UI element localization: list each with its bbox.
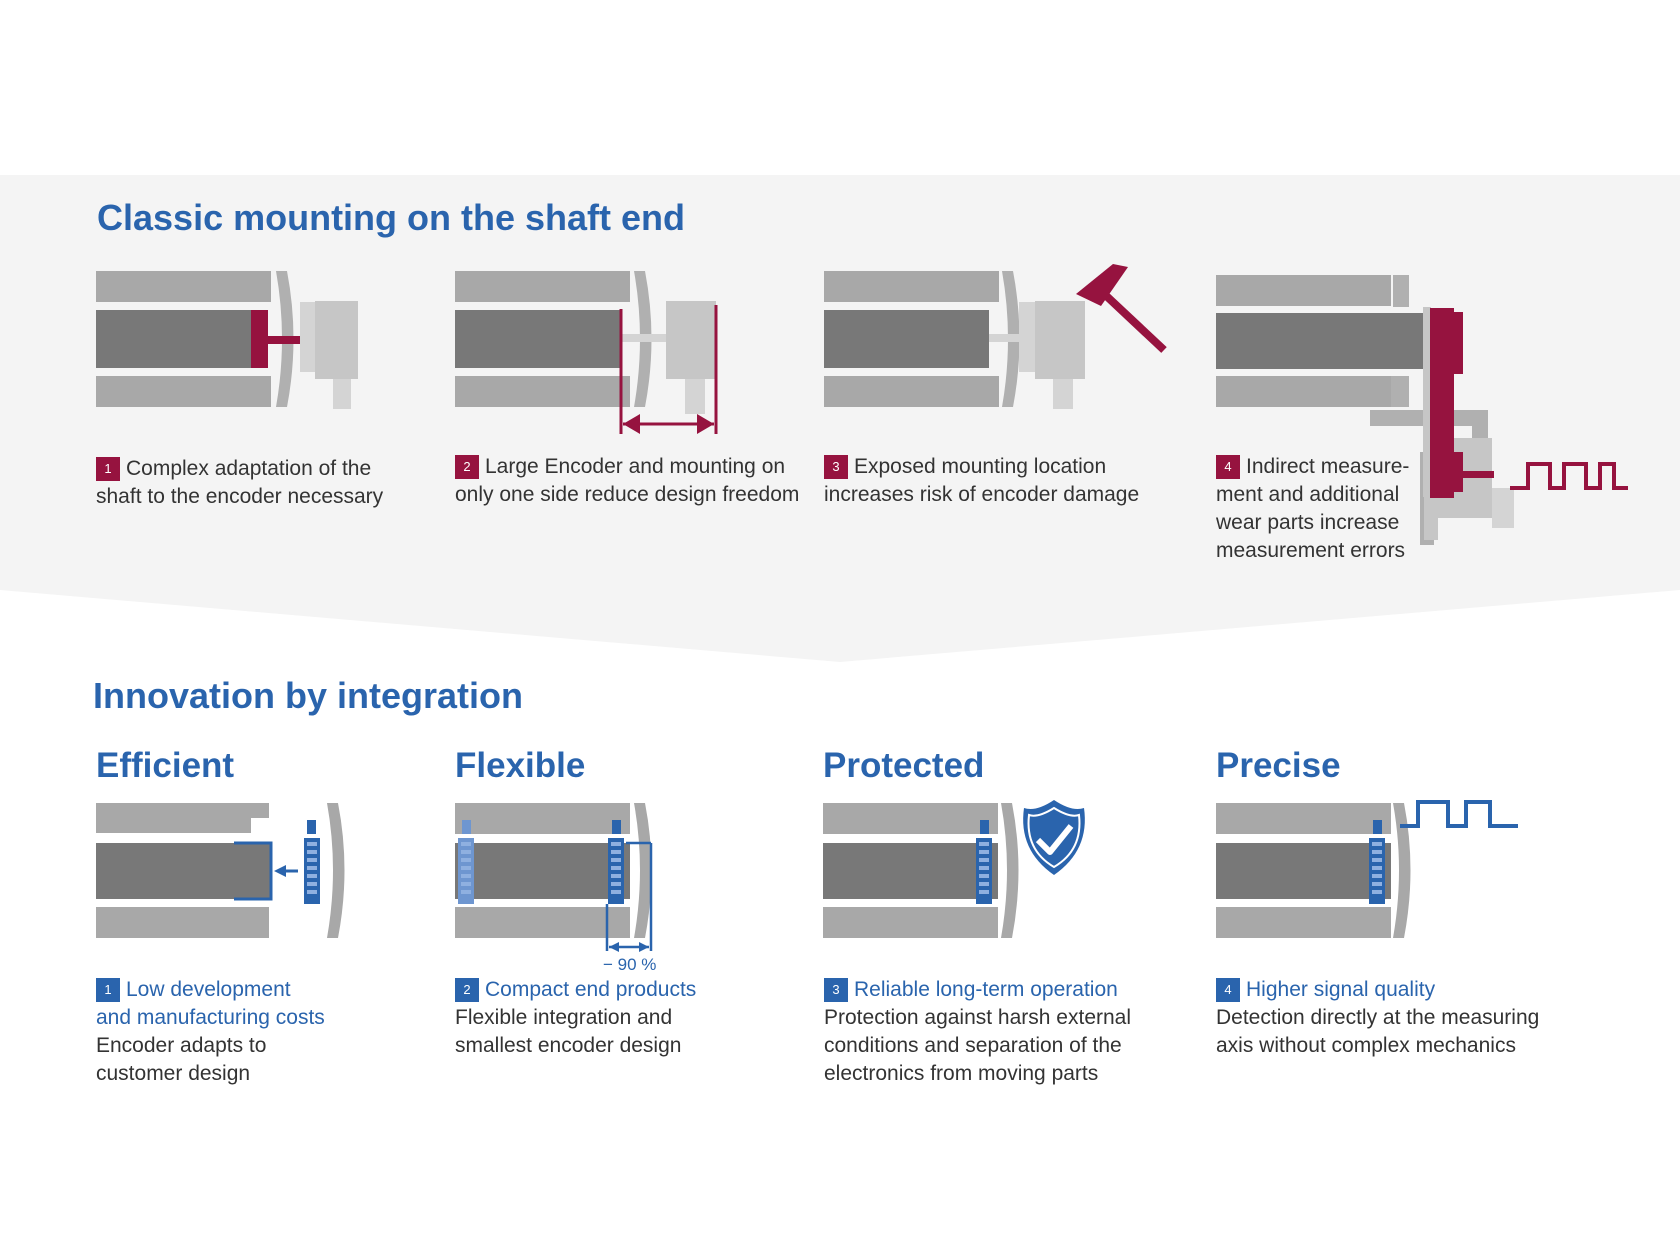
square-wave-signal-icon [1510, 462, 1628, 490]
number-badge: 2 [455, 455, 479, 479]
classic-diagram-2 [455, 271, 718, 434]
heading-precise: Precise [1216, 746, 1341, 785]
number-badge: 1 [96, 457, 120, 481]
classic-diagram-1 [96, 271, 358, 409]
number-badge: 4 [1216, 455, 1240, 479]
classic-diagrams [96, 264, 1628, 545]
classic-diagram-3 [824, 264, 1167, 409]
square-wave-signal-icon [1400, 800, 1518, 828]
classic-diagram-4 [1216, 275, 1628, 545]
integration-section-title: Innovation by integration [93, 675, 523, 716]
classic-section-title: Classic mounting on the shaft end [97, 197, 686, 238]
hammer-icon [1076, 264, 1167, 353]
protected-diagram [823, 800, 1085, 938]
precise-diagram [1216, 800, 1518, 938]
efficient-diagram [96, 803, 345, 938]
number-badge: 2 [455, 978, 479, 1002]
number-badge: 4 [1216, 978, 1240, 1002]
heading-flexible: Flexible [455, 746, 586, 785]
flexible-diagram [455, 803, 653, 952]
reduction-label: − 90 % [603, 955, 657, 974]
left-arrow-icon [274, 865, 298, 877]
double-arrow-icon [609, 942, 649, 952]
number-badge: 3 [824, 455, 848, 479]
shield-check-icon [1023, 800, 1085, 875]
heading-efficient: Efficient [96, 746, 235, 785]
heading-protected: Protected [823, 746, 985, 785]
number-badge: 3 [824, 978, 848, 1002]
number-badge: 1 [96, 978, 120, 1002]
